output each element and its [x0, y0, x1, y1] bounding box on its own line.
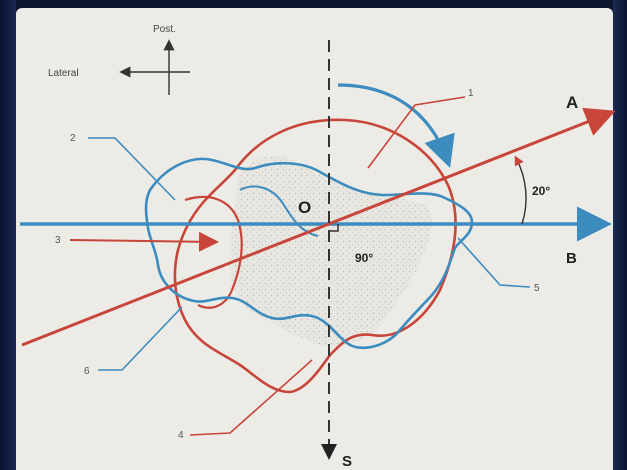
point-o-label: O	[298, 198, 311, 217]
axis-s-arrowhead	[321, 444, 337, 460]
part-label-3: 3	[55, 235, 61, 246]
leader-1	[367, 96, 466, 169]
point-b-label: B	[566, 250, 577, 267]
leader-3-arrow	[69, 231, 219, 252]
red-inner-lobe	[184, 195, 243, 309]
rotation-arc	[337, 83, 455, 169]
frame-left	[0, 0, 16, 470]
compass-post-label: Post.	[153, 24, 176, 35]
part-label-6: 6	[84, 366, 90, 377]
leader-6	[98, 306, 183, 371]
leader-4	[189, 359, 313, 436]
blue-original-outline	[144, 157, 474, 350]
point-a-label: A	[566, 93, 578, 112]
frame-right	[613, 0, 627, 470]
part-label-1: 1	[468, 88, 474, 99]
compass-lateral-label: Lateral	[48, 68, 79, 79]
angle-90-label: 90°	[355, 251, 373, 265]
blue-inner-contour	[239, 185, 319, 237]
right-angle-marker	[329, 224, 339, 232]
leader-5	[457, 237, 531, 288]
angle-20-label: 20°	[532, 184, 550, 198]
point-s-label: S	[342, 453, 352, 470]
part-label-4: 4	[178, 430, 184, 441]
frame-top	[0, 0, 627, 8]
part-label-5: 5	[534, 283, 540, 294]
axis-a	[21, 107, 616, 347]
part-label-2: 2	[70, 133, 76, 144]
angle-arc-20	[514, 155, 527, 225]
leader-2	[88, 137, 176, 201]
